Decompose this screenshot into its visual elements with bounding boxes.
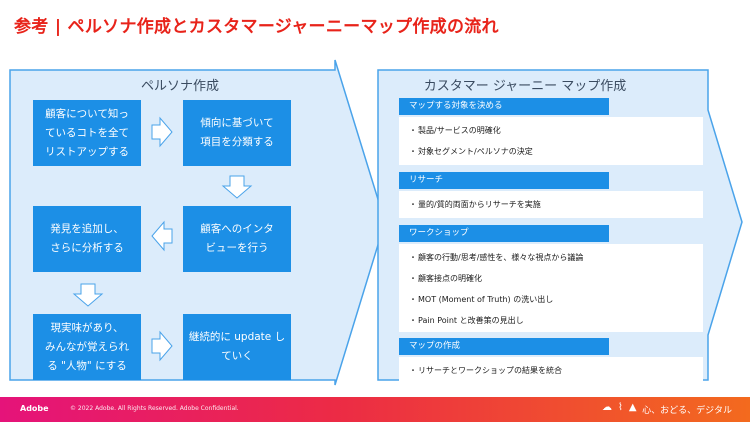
bullet-item: リサーチとワークショップの結果を統合 [409, 360, 703, 381]
footer-app-icons: ☁⌇▲ [602, 402, 643, 413]
arrow-down-icon [221, 175, 253, 199]
footer-bar: Adobe © 2022 Adobe. All Rights Reserved.… [0, 397, 750, 422]
persona-step-box: 現実味があり、みんなが覚えられる "人物" にする [33, 314, 141, 380]
arrow-left-icon [151, 220, 173, 252]
bullet-item: 顧客の行動/思考/感性を、様々な視点から議論 [409, 247, 703, 268]
section-header-research: リサーチ [399, 172, 609, 189]
footer-copyright: © 2022 Adobe. All Rights Reserved. Adobe… [70, 405, 239, 412]
footer-tagline: 心、おどる、デジタル [642, 406, 732, 416]
bullet-item: 製品/サービスの明確化 [409, 120, 703, 141]
arrow-right-icon [151, 116, 173, 148]
adobe-logo-icon: ▲ [628, 402, 643, 413]
section-body-research: 量的/質的両面からリサーチを実施 [399, 191, 703, 218]
section-header-mapping: マップの作成 [399, 338, 609, 355]
section-body-workshop: 顧客の行動/思考/感性を、様々な視点から議論 顧客接点の明確化 MOT (Mom… [399, 244, 703, 332]
persona-step-box: 顧客について知っているコトを全てリストアップする [33, 100, 141, 166]
bullet-item: Pain Point と改善策の見出し [409, 310, 703, 331]
right-panel-title: カスタマー ジャーニー マップ作成 [423, 79, 627, 94]
page-title: 参考 | ペルソナ作成とカスタマージャーニーマップ作成の流れ [14, 17, 499, 37]
section-header-workshop: ワークショップ [399, 225, 609, 242]
arrow-right-icon [151, 330, 173, 362]
bullet-item: 対象セグメント/ペルソナの決定 [409, 141, 703, 162]
section-body-mapping: リサーチとワークショップの結果を統合 [399, 357, 703, 383]
persona-step-box: 顧客へのインタビューを行う [183, 206, 291, 272]
creative-cloud-icon: ☁ [602, 402, 618, 413]
acrobat-icon: ⌇ [618, 402, 629, 413]
persona-step-box: 発見を追加し、さらに分析する [33, 206, 141, 272]
section-header-target: マップする対象を決める [399, 98, 609, 115]
persona-step-box: 継続的に update していく [183, 314, 291, 380]
arrow-down-icon [72, 283, 104, 307]
adobe-logo: Adobe [20, 404, 49, 413]
bullet-item: 量的/質的両面からリサーチを実施 [409, 194, 703, 215]
bullet-item: MOT (Moment of Truth) の洗い出し [409, 289, 703, 310]
section-body-target: 製品/サービスの明確化 対象セグメント/ペルソナの決定 [399, 117, 703, 165]
persona-step-box: 傾向に基づいて項目を分類する [183, 100, 291, 166]
left-panel-title: ペルソナ作成 [140, 79, 219, 94]
bullet-item: 顧客接点の明確化 [409, 268, 703, 289]
